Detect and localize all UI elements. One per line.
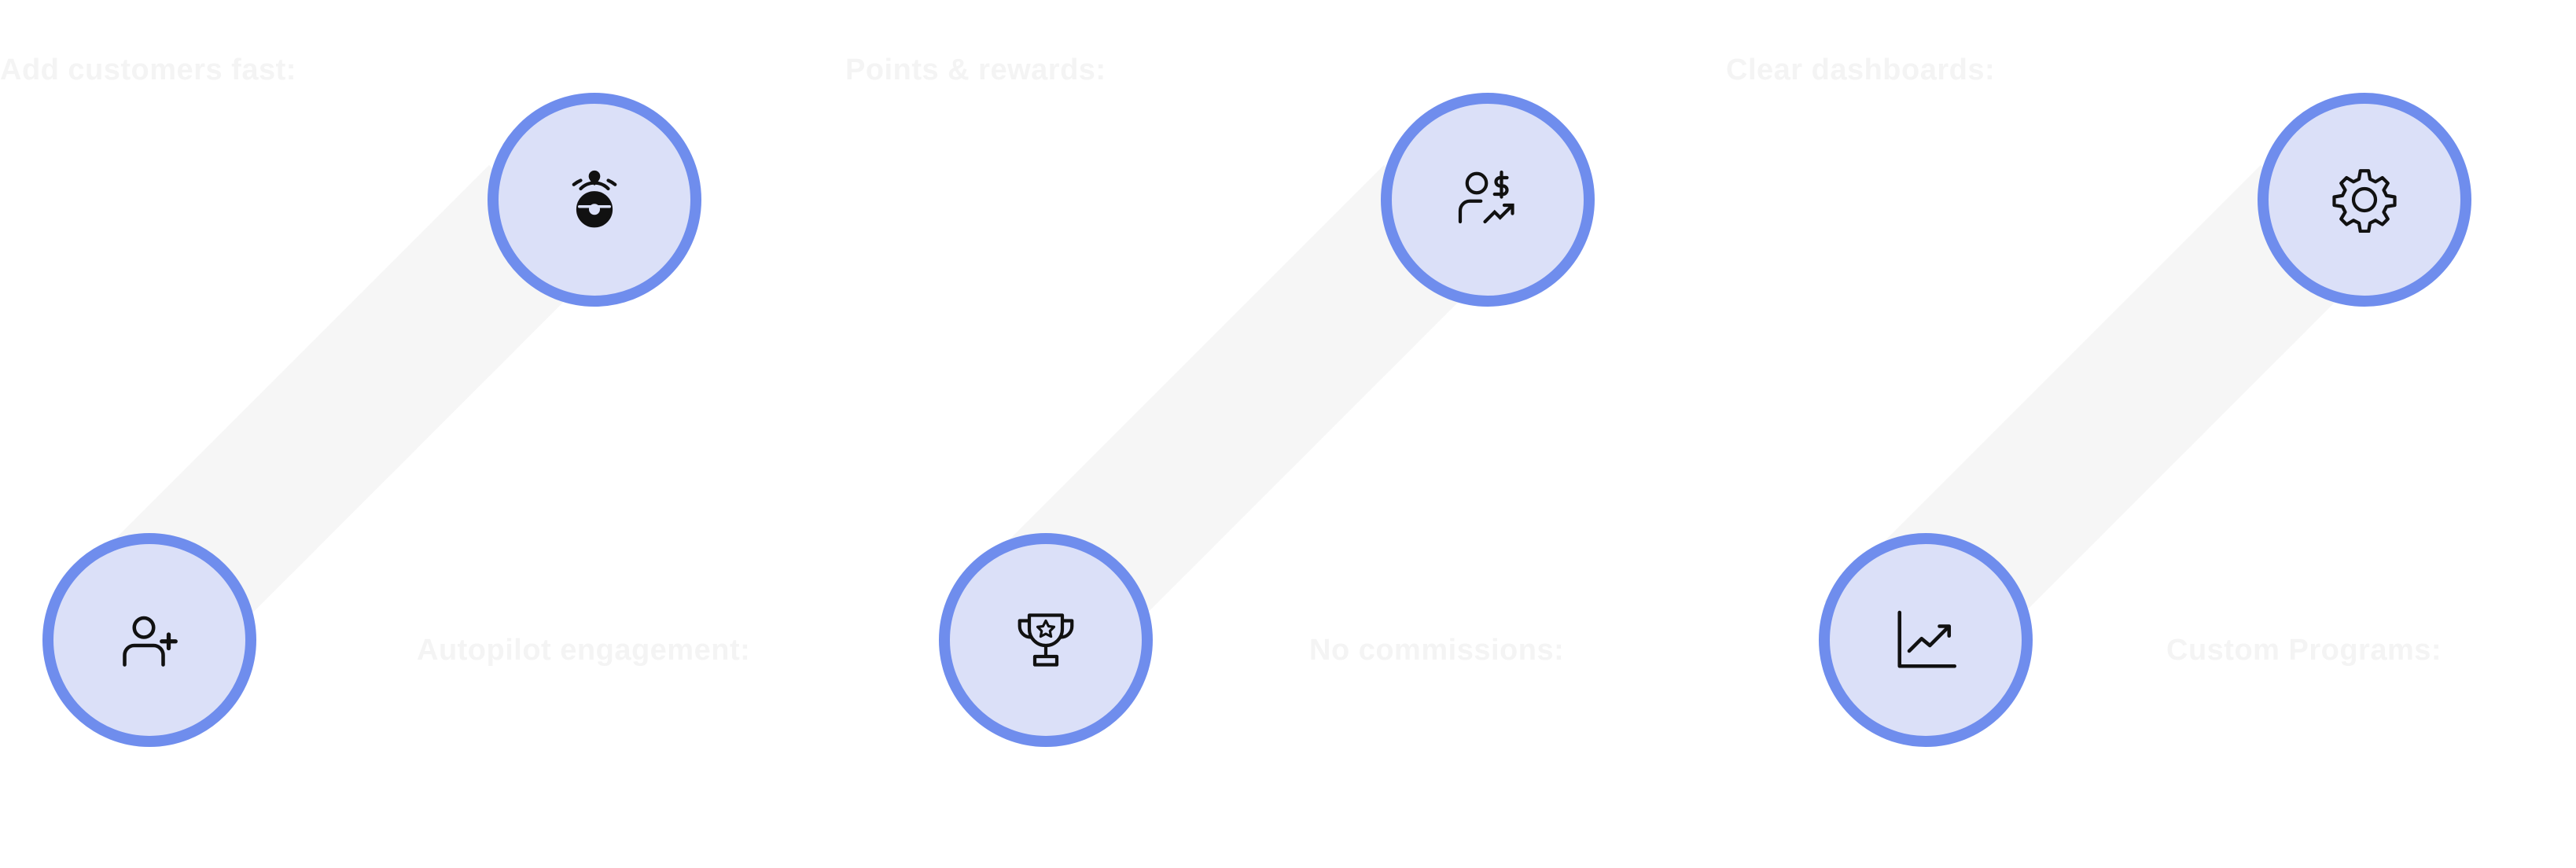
node-autopilot: [488, 93, 701, 307]
node-add-customers: [42, 533, 256, 747]
node-points-rewards: [939, 533, 1153, 747]
label-no-commissions: No commissions:: [1309, 634, 1565, 667]
steering-wheel-icon: [572, 170, 617, 228]
gear-icon: [2332, 169, 2397, 233]
label-points-rewards: Points & rewards:: [845, 53, 1106, 86]
node-clear-dashboards: [1819, 533, 2033, 747]
trophy-icon: [1018, 613, 1074, 667]
node-custom-programs: [2258, 93, 2471, 307]
label-clear-dashboards: Clear dashboards:: [1726, 53, 1996, 86]
label-autopilot: Autopilot engagement:: [417, 634, 751, 667]
user-dollar-growth-icon: [1458, 170, 1514, 224]
node-no-commissions: [1381, 93, 1595, 307]
line-chart-icon: [1897, 610, 1957, 668]
user-plus-icon: [123, 616, 178, 667]
label-add-customers: Add customers fast:: [0, 53, 296, 86]
label-custom-programs: Custom Programs:: [2166, 634, 2442, 667]
